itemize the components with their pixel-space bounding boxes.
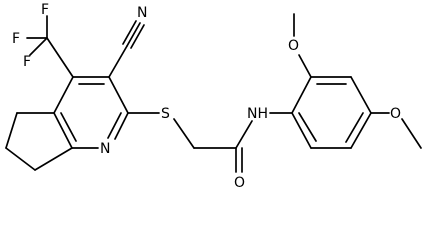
bond-cp-2 [5, 112, 18, 149]
bond-ring-c7a-c4a [53, 112, 73, 149]
bond-nitrile-triple-a [126, 22, 141, 47]
atom-n-ring: N [100, 141, 110, 157]
bond-ring-double-3 [60, 112, 77, 142]
bond-benz-4 [350, 112, 372, 149]
atom-o-methoxy-right: O [390, 106, 401, 122]
bond-nitrile-triple-c [130, 24, 145, 49]
bonds [5, 13, 422, 173]
atom-f-left: F [12, 31, 20, 47]
atom-nh: NH [247, 106, 268, 122]
bond-ring-double-2 [107, 112, 122, 139]
bond-nitrile-triple-b [122, 20, 137, 45]
atom-n-nitrile: N [137, 5, 147, 21]
bond-benz-6 [291, 112, 312, 149]
bond-cf3-ring [46, 37, 74, 78]
bond-co-nh [235, 120, 253, 149]
bond-cf3-f-mid [29, 37, 48, 56]
atom-o-amide: O [234, 175, 245, 189]
atom-f-mid: F [23, 54, 31, 70]
atom-f-top: F [41, 2, 49, 18]
molecule-diagram: N F F F S N NH O O O [5, 2, 422, 189]
bond-cp-3 [5, 147, 36, 171]
bond-ring-c4a-c4 [53, 76, 74, 114]
bond-s-ch2 [173, 118, 195, 149]
bond-nitrile-single [108, 45, 128, 78]
bond-ome-right-me [401, 118, 422, 149]
atom-labels: N F F F S N NH O O O [12, 2, 401, 189]
bond-ring-c2-n [114, 112, 129, 140]
bond-benz-3 [350, 76, 372, 114]
bond-ring-c3-c2 [108, 76, 129, 114]
bond-benz-double-2 [345, 112, 364, 143]
bond-ome-top-ring [298, 54, 312, 78]
bond-cp-4 [34, 147, 73, 171]
bond-benz-double-3 [298, 112, 317, 142]
bond-benz-1 [291, 76, 312, 114]
atom-o-methoxy-top: O [288, 38, 299, 54]
atom-s: S [161, 106, 170, 122]
